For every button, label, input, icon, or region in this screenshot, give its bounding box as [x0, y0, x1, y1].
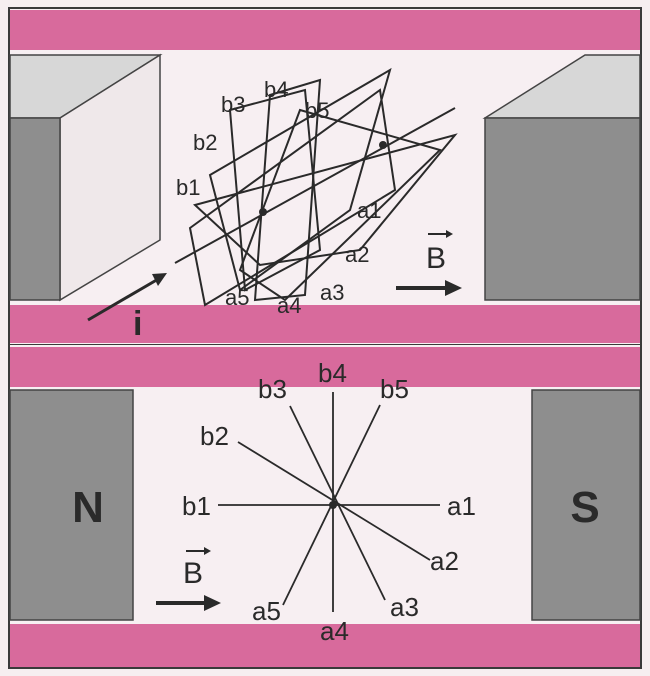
coil-loop-4 [253, 78, 322, 302]
top-panel: b1 b2 b3 b4 b5 a1 a2 a3 a4 a5 B [9, 9, 641, 344]
right-magnet-front-face [484, 117, 641, 301]
top-label-a5: a5 [225, 285, 249, 310]
bottom-band-upper [10, 347, 640, 387]
north-label: N [72, 483, 104, 532]
top-label-a3: a3 [320, 280, 344, 305]
bottom-label-b4: b4 [318, 358, 347, 388]
bottom-panel: N S b1 b2 b3 b4 b5 a1 a2 a3 a4 a5 B [9, 345, 641, 667]
outer-frame [8, 7, 642, 669]
top-label-b4: b4 [264, 77, 288, 102]
bottom-label-a4: a4 [320, 616, 349, 646]
current-label: i [133, 305, 142, 343]
current-indicator: i [87, 273, 167, 343]
top-band-upper [10, 10, 640, 50]
left-magnet-front-face [9, 117, 61, 301]
top-label-b1: b1 [176, 175, 200, 200]
top-band-lower [10, 305, 640, 343]
bottom-label-a1: a1 [447, 491, 476, 521]
bottom-label-a3: a3 [390, 592, 419, 622]
coil-pivot-front [259, 208, 267, 216]
left-magnet-block [9, 53, 163, 302]
arrow-right-icon [396, 280, 462, 296]
coil-loop-2 [208, 67, 392, 292]
south-magnet [531, 389, 641, 621]
top-label-b5: b5 [305, 98, 329, 123]
bottom-field-label: B [183, 557, 203, 590]
bottom-label-b3: b3 [258, 374, 287, 404]
top-label-a2: a2 [345, 242, 369, 267]
coil-pivot-back [379, 141, 387, 149]
arrow-right-icon [156, 595, 221, 611]
coil-axis-line [174, 107, 456, 264]
current-arrow-icon [87, 273, 167, 322]
cross-section-center [329, 501, 337, 509]
bottom-field-vector: B [156, 547, 221, 611]
line-b3-a3 [289, 405, 386, 601]
top-label-b2: b2 [193, 130, 217, 155]
top-label-b3: b3 [221, 92, 245, 117]
coil-loop-6 [192, 133, 458, 267]
top-label-a1: a1 [357, 198, 381, 223]
north-magnet [9, 389, 134, 621]
bottom-band-lower [10, 624, 640, 667]
bottom-label-b2: b2 [200, 421, 229, 451]
vector-arrow-icon [428, 230, 453, 238]
south-label: S [570, 483, 599, 532]
vector-arrow-icon [186, 547, 211, 555]
coil-loop-3 [228, 88, 322, 292]
bottom-label-b1: b1 [182, 491, 211, 521]
top-field-vector: B [396, 230, 462, 296]
bottom-label-a2: a2 [430, 546, 459, 576]
coil-loop-5 [238, 108, 442, 302]
right-magnet-block [482, 54, 641, 301]
bottom-label-b5: b5 [380, 374, 409, 404]
top-field-label: B [426, 242, 446, 275]
coil-loops [188, 67, 458, 307]
bottom-label-a5: a5 [252, 596, 281, 626]
top-label-a4: a4 [277, 293, 301, 318]
